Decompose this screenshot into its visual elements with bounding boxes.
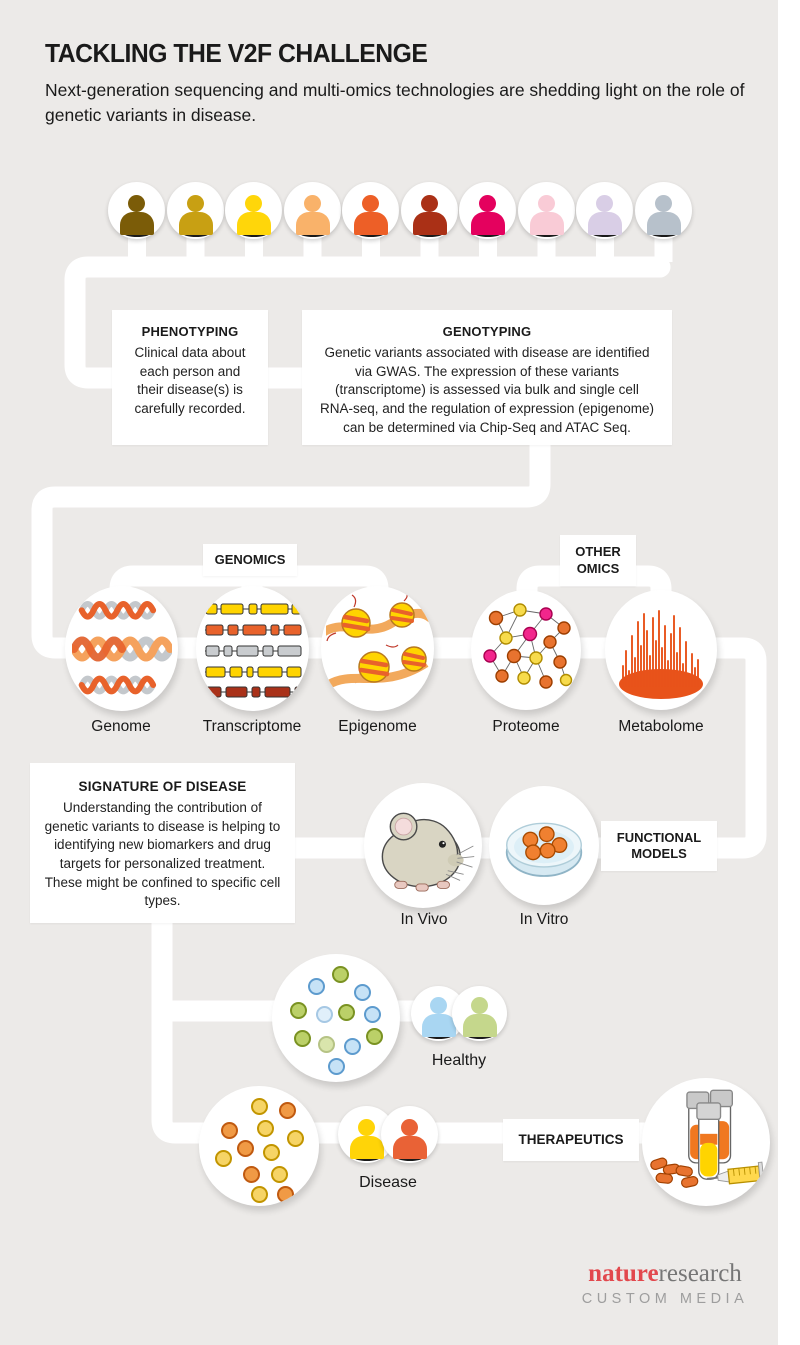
page-subtitle: Next-generation sequencing and multi-omi… [45, 80, 745, 126]
therapeutics-label: THERAPEUTICS [518, 1131, 624, 1147]
signature-of-disease-box: SIGNATURE OF DISEASE Understanding the c… [30, 763, 295, 923]
person-icon [342, 182, 399, 239]
phenotyping-box: PHENOTYPING Clinical data about each per… [112, 310, 268, 445]
page-title: TACKLING THE V2F CHALLENGE [45, 38, 428, 68]
transcriptome-caption: Transcriptome [202, 718, 302, 735]
brand-nature: nature [588, 1260, 659, 1287]
person-icon [284, 182, 341, 239]
functional-models-label: FUNCTIONAL MODELS [616, 829, 702, 861]
healthy-cells-circle [272, 954, 400, 1082]
petri-dish-icon [505, 822, 583, 877]
disease-caption: Disease [359, 1174, 417, 1191]
signature-body: Understanding the contribution of geneti… [44, 800, 281, 909]
main-flow-line [31, 436, 767, 859]
in-vivo-caption: In Vivo [400, 911, 448, 928]
metabolome-caption: Metabolome [618, 718, 704, 735]
disease-cells-circle [199, 1086, 319, 1206]
person-stems [128, 226, 673, 262]
gene-tracks-icon [204, 603, 301, 697]
disease-person-icon [381, 1106, 438, 1163]
drugs-icon [650, 1089, 765, 1188]
in-vitro-circle [489, 786, 599, 905]
genome-caption: Genome [91, 718, 151, 735]
person-icon [401, 182, 458, 239]
other-omics-label: OTHER OMICS [575, 544, 621, 576]
phenotyping-title: PHENOTYPING [141, 324, 239, 339]
in-vivo-circle [364, 783, 482, 908]
genome-circle [65, 586, 178, 711]
person-icon [108, 182, 165, 239]
genomics-label: GENOMICS [214, 551, 286, 567]
other-omics-label-box: OTHER OMICS [560, 535, 636, 586]
dna-helix-icon [71, 600, 172, 694]
epigenome-caption: Epigenome [338, 718, 417, 735]
protein-network-icon [483, 603, 573, 689]
brand-research: research [658, 1260, 742, 1287]
people-bar [64, 256, 671, 389]
mass-spectrum-icon [619, 610, 703, 699]
mouse-icon [381, 812, 475, 891]
phenotyping-body: Clinical data about each person and thei… [134, 345, 246, 416]
disease-cells [199, 1086, 319, 1206]
genomics-label-box: GENOMICS [203, 544, 297, 576]
genotyping-box: GENOTYPING Genetic variants associated w… [302, 310, 672, 445]
signature-stem [151, 918, 240, 1144]
functional-models-label-box: FUNCTIONAL MODELS [601, 821, 717, 871]
footer-brand: natureresearch CUSTOM MEDIA [575, 1260, 755, 1307]
therapeutics-label-box: THERAPEUTICS [503, 1119, 639, 1161]
genotyping-title: GENOTYPING [442, 324, 532, 339]
proteome-caption: Proteome [492, 718, 560, 735]
signature-title: SIGNATURE OF DISEASE [78, 779, 247, 794]
person-icon [459, 182, 516, 239]
transcriptome-circle [196, 586, 309, 711]
epigenome-circle [321, 586, 434, 711]
metabolome-circle [605, 590, 717, 710]
nature-research-logo: natureresearch [575, 1260, 755, 1288]
healthy-caption: Healthy [431, 1052, 487, 1069]
genotyping-body: Genetic variants associated with disease… [320, 345, 654, 435]
custom-media-tagline: CUSTOM MEDIA [581, 1291, 749, 1307]
healthy-person-icon [452, 986, 507, 1041]
proteome-circle [471, 590, 581, 710]
healthy-cells [272, 954, 400, 1082]
person-icon [167, 182, 224, 239]
person-icon [576, 182, 633, 239]
person-icon [635, 182, 692, 239]
nucleosome-icon [325, 592, 430, 689]
person-icon [225, 182, 282, 239]
in-vitro-caption: In Vitro [519, 911, 569, 928]
therapeutics-circle [642, 1078, 770, 1206]
person-icon [518, 182, 575, 239]
